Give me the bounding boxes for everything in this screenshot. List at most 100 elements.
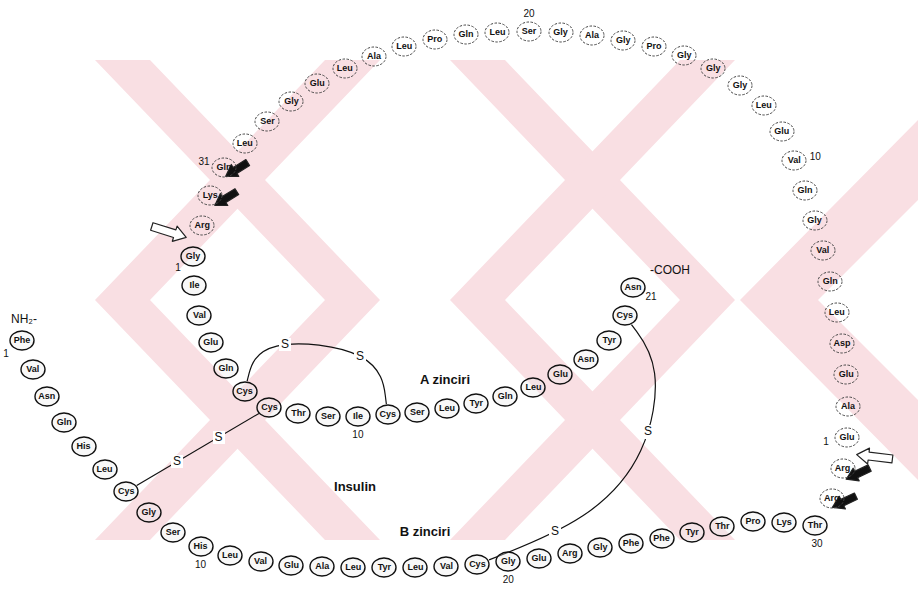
amino-acid-name: Val bbox=[788, 156, 801, 165]
amino-acid-name: Phe bbox=[623, 539, 640, 548]
residue-ellipse bbox=[558, 544, 582, 563]
watermark-band bbox=[95, 60, 380, 540]
amino-acid-circle: Tyr bbox=[679, 522, 705, 543]
residue-ellipse bbox=[588, 538, 612, 557]
residue-ellipse bbox=[836, 397, 860, 416]
amino-acid-circle: Ala bbox=[309, 556, 335, 577]
amino-acid-name: Lys bbox=[203, 191, 218, 200]
position-number: 21 bbox=[645, 291, 656, 302]
residue-ellipse bbox=[305, 74, 329, 93]
amino-acid-name: Ser bbox=[410, 408, 425, 417]
amino-acid-name: Glu bbox=[310, 79, 325, 88]
amino-acid-name: Gly bbox=[186, 252, 201, 261]
residue-ellipse bbox=[820, 489, 844, 508]
watermark-shapes bbox=[95, 60, 918, 540]
amino-acid-circle: His bbox=[188, 536, 214, 557]
residue-ellipse bbox=[137, 503, 161, 522]
amino-acid-circle: Cys bbox=[232, 381, 258, 402]
residue-ellipse bbox=[435, 399, 459, 418]
amino-acid-name: Gly bbox=[284, 97, 299, 106]
amino-acid-circle: Ser bbox=[160, 522, 186, 543]
amino-acid-name: Phe bbox=[14, 336, 31, 345]
amino-acid-name: Val bbox=[816, 246, 829, 255]
amino-acid-name: Gly bbox=[142, 508, 157, 517]
residue-ellipse bbox=[233, 382, 257, 401]
c-peptide-residue: Pro bbox=[422, 29, 448, 50]
residue-ellipse bbox=[548, 365, 572, 384]
amino-acid-name: Leu bbox=[337, 64, 353, 73]
c-peptide-residue: Leu bbox=[391, 36, 417, 57]
residue-ellipse bbox=[249, 552, 273, 571]
amino-acid-name: Glu bbox=[532, 554, 547, 563]
residue-ellipse bbox=[517, 22, 541, 41]
residue-ellipse bbox=[803, 516, 827, 535]
residue-ellipse bbox=[286, 404, 310, 423]
amino-acid-name: Arg bbox=[835, 464, 851, 473]
c-peptide-residue: Leu bbox=[824, 302, 850, 323]
position-number: 10 bbox=[352, 429, 363, 440]
residue-ellipse bbox=[52, 413, 76, 432]
amino-acid-name: Leu bbox=[489, 28, 505, 37]
residue-ellipse bbox=[621, 278, 645, 297]
residue-ellipse bbox=[835, 428, 859, 447]
amino-acid-name: Cys bbox=[379, 410, 396, 419]
amino-acid-circle: Thr bbox=[285, 403, 311, 424]
residue-ellipse bbox=[233, 134, 257, 153]
amino-acid-circle: Val bbox=[20, 359, 46, 380]
residue-ellipse bbox=[650, 529, 674, 548]
residue-ellipse bbox=[485, 23, 509, 42]
residue-ellipse bbox=[793, 181, 817, 200]
chain-label: B zinciri bbox=[400, 525, 451, 539]
residue-ellipse bbox=[493, 387, 517, 406]
residue-ellipse bbox=[830, 334, 854, 353]
amino-acid-name: Leu bbox=[407, 563, 423, 572]
residue-ellipse bbox=[279, 556, 303, 575]
position-number: 10 bbox=[810, 151, 821, 162]
residue-ellipse bbox=[597, 331, 621, 350]
amino-acid-circle: Cys bbox=[612, 305, 638, 326]
c-peptide-residue: Gly bbox=[278, 91, 304, 112]
c-peptide-residue: Lys bbox=[197, 185, 223, 206]
amino-acid-name: Ala bbox=[367, 52, 381, 61]
amino-acid-name: His bbox=[77, 442, 91, 451]
amino-acid-name: Arg bbox=[562, 549, 578, 558]
amino-acid-circle: Val bbox=[433, 556, 459, 577]
residue-ellipse bbox=[72, 437, 96, 456]
amino-acid-name: Ala bbox=[585, 31, 599, 40]
amino-acid-name: Asn bbox=[38, 392, 55, 401]
amino-acid-circle: Gly bbox=[587, 537, 613, 558]
residue-ellipse bbox=[316, 407, 340, 426]
c-peptide-residue: Asp bbox=[829, 333, 855, 354]
terminus-label: NH₂- bbox=[11, 313, 37, 326]
residue-ellipse bbox=[782, 151, 806, 170]
amino-acid-name: Leu bbox=[525, 383, 541, 392]
amino-acid-name: His bbox=[194, 542, 208, 551]
c-peptide-residue: Gly bbox=[727, 75, 753, 96]
amino-acid-name: Ile bbox=[189, 281, 199, 290]
residue-ellipse bbox=[187, 306, 211, 325]
amino-acid-name: Tyr bbox=[470, 399, 483, 408]
residue-ellipse bbox=[728, 76, 752, 95]
c-peptide-residue: Gln bbox=[211, 157, 237, 178]
residue-ellipse bbox=[279, 92, 303, 111]
amino-acid-circle: Phe bbox=[618, 533, 644, 554]
amino-acid-name: Ile bbox=[353, 412, 363, 421]
amino-acid-circle: Ser bbox=[404, 402, 430, 423]
c-peptide-residue: Leu bbox=[751, 95, 777, 116]
residue-ellipse bbox=[803, 211, 827, 230]
position-number: 1 bbox=[175, 262, 181, 273]
residue-ellipse bbox=[333, 59, 357, 78]
sulfur-label: S bbox=[642, 425, 654, 438]
residue-ellipse bbox=[423, 30, 447, 49]
amino-acid-name: Gln bbox=[219, 364, 234, 373]
chain-label: Insulin bbox=[334, 480, 376, 494]
amino-acid-name: Cys bbox=[469, 560, 486, 569]
amino-acid-name: Ala bbox=[315, 562, 329, 571]
amino-acid-name: Gly bbox=[807, 216, 822, 225]
amino-acid-circle: Arg bbox=[557, 543, 583, 564]
amino-acid-circle: Cys bbox=[256, 397, 282, 418]
position-number: 30 bbox=[811, 538, 822, 549]
residue-ellipse bbox=[831, 459, 855, 478]
amino-acid-name: Val bbox=[440, 562, 453, 571]
